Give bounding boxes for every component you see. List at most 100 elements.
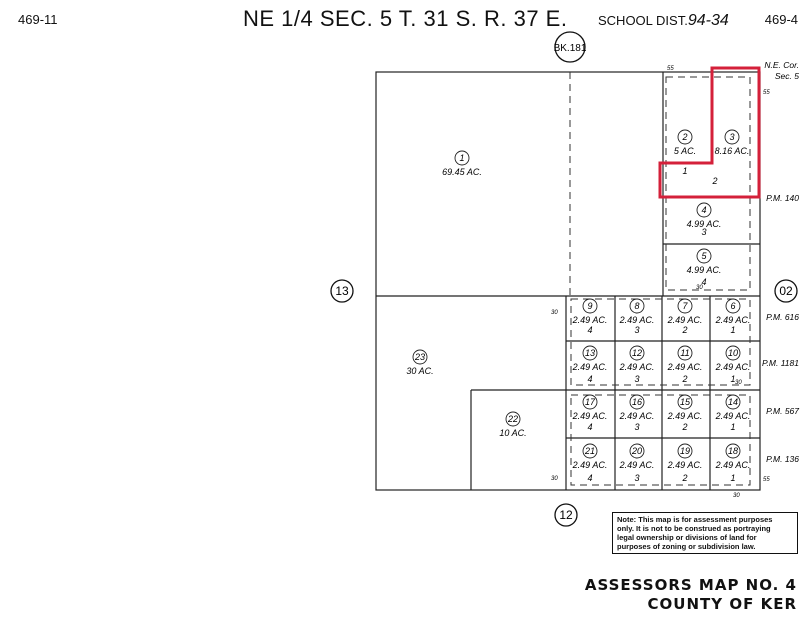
parcel-acreage: 2.49 AC.	[572, 411, 608, 421]
parcel-number[interactable]: 3	[729, 132, 734, 142]
parcel-number[interactable]: 11	[680, 348, 689, 358]
lot-number: 3	[634, 325, 639, 335]
note-line: Note: This map is for assessment purpose…	[617, 515, 773, 524]
dimension-label: 55	[763, 477, 770, 483]
parcel-number-circle	[696, 248, 712, 264]
parcel-number[interactable]: 18	[728, 446, 738, 456]
parcel-number[interactable]: 19	[680, 446, 690, 456]
dashed-easement	[570, 394, 751, 486]
lot-number: 2	[681, 422, 687, 432]
parcel-acreage: 2.49 AC.	[715, 411, 751, 421]
highlighted-parcel-outline[interactable]	[658, 66, 761, 199]
parcel-acreage: 4.99 AC.	[687, 219, 722, 229]
lot-number: 3	[634, 374, 639, 384]
parcel-number-circle	[677, 443, 693, 459]
parcel-acreage: 2.49 AC.	[715, 315, 751, 325]
parcel-number[interactable]: 8	[634, 301, 639, 311]
school-district-label: SCHOOL DIST.	[598, 13, 688, 28]
adjacent-map-number-right: 469-4	[764, 12, 798, 27]
parcel-acreage: 2.49 AC.	[619, 460, 655, 470]
parcel-acreage: 5 AC.	[674, 146, 696, 156]
parcel-number[interactable]: 23	[414, 352, 425, 362]
parcel-acreage: 2.49 AC.	[572, 460, 608, 470]
corner-label: Sec. 5	[775, 71, 799, 81]
parcel-number[interactable]: 20	[631, 446, 642, 456]
lot-number: 4	[587, 325, 592, 335]
parcel-number[interactable]: 17	[585, 397, 596, 407]
dimension-label: 55	[763, 90, 770, 96]
parcel-acreage: 2.49 AC.	[667, 315, 703, 325]
parcel-number[interactable]: 7	[682, 301, 688, 311]
adjacent-map-number-left: 469-11	[18, 12, 58, 27]
parcel-number[interactable]: 14	[728, 397, 738, 407]
parcel-number-circle	[629, 394, 645, 410]
parcel-number[interactable]: 15	[680, 397, 691, 407]
school-district-value: 94-34	[687, 12, 729, 29]
parcel-number[interactable]: 6	[730, 301, 735, 311]
note-line: purposes of zoning or subdivision law.	[617, 542, 756, 551]
lot-number: 2	[681, 473, 687, 483]
parcel-acreage: 2.49 AC.	[667, 411, 703, 421]
parcel-acreage: 2.49 AC.	[619, 411, 655, 421]
adjacent-map-circle	[554, 503, 578, 527]
parcel-number-circle	[412, 349, 428, 365]
lot-number: 1	[730, 374, 735, 384]
lot-number: 1	[682, 166, 687, 176]
lot-number: 3	[634, 473, 639, 483]
county-name: COUNTY OF KER	[647, 595, 797, 613]
parcel-number-circle	[582, 394, 598, 410]
parcel-number[interactable]: 2	[681, 132, 687, 142]
parcel-acreage: 10 AC.	[499, 428, 526, 438]
parcel-number-circle	[725, 345, 741, 361]
parcel-map-label: P.M. 140	[766, 193, 799, 203]
lot-number: 4	[587, 473, 592, 483]
parcel-number-circle	[505, 411, 521, 427]
parcel-number-circle	[677, 298, 693, 314]
dimension-label: 30	[551, 476, 558, 482]
dimension-label: 30	[735, 380, 742, 386]
adjacent-map-circle	[330, 279, 354, 303]
parcel-number-circle	[629, 443, 645, 459]
parcel-number[interactable]: 4	[701, 205, 706, 215]
lot-number: 2	[711, 176, 717, 186]
school-district: SCHOOL DIST.94-34	[598, 12, 729, 30]
lot-number: 4	[701, 277, 706, 287]
parcel-number-circle	[724, 129, 740, 145]
parcel-acreage: 2.49 AC.	[619, 362, 655, 372]
parcel-acreage: 2.49 AC.	[619, 315, 655, 325]
parcel-number[interactable]: 13	[585, 348, 595, 358]
parcel-number-circle	[582, 298, 598, 314]
parcel-number[interactable]: 10	[728, 348, 738, 358]
parcel-number-circle	[677, 129, 693, 145]
parcel-number-circle	[725, 298, 741, 314]
dimension-label: 30	[696, 285, 703, 291]
parcel-number-circle	[629, 345, 645, 361]
parcel-number[interactable]: 22	[507, 414, 518, 424]
section-boundary	[375, 71, 761, 491]
dimension-label: 30	[551, 310, 558, 316]
parcel-number[interactable]: 12	[632, 348, 642, 358]
lot-number: 2	[681, 325, 687, 335]
parcel-number-circle	[454, 150, 470, 166]
dimension-label: 55	[667, 66, 674, 72]
parcel-acreage: 2.49 AC.	[572, 362, 608, 372]
adjacent-map-east: 02	[779, 284, 793, 298]
parcel-number[interactable]: 1	[459, 153, 464, 163]
parcel-acreage: 69.45 AC.	[442, 167, 482, 177]
parcel-number[interactable]: 9	[587, 301, 592, 311]
parcel-number-circle	[629, 298, 645, 314]
parcel-acreage: 30 AC.	[406, 366, 433, 376]
map-title: NE 1/4 SEC. 5 T. 31 S. R. 37 E.	[243, 6, 568, 31]
parcel-acreage: 4.99 AC.	[687, 265, 722, 275]
parcel-acreage: 2.49 AC.	[572, 315, 608, 325]
lot-number: 1	[730, 325, 735, 335]
parcel-number[interactable]: 21	[584, 446, 595, 456]
parcel-number[interactable]: 5	[701, 251, 707, 261]
parcel-number[interactable]: 16	[632, 397, 642, 407]
lot-number: 4	[587, 422, 592, 432]
parcel-map-label: P.M. 616	[766, 312, 799, 322]
parcel-map-label: P.M. 1181	[762, 358, 799, 368]
adjacent-map-south: 12	[559, 508, 573, 522]
parcel-acreage: 2.49 AC.	[667, 362, 703, 372]
